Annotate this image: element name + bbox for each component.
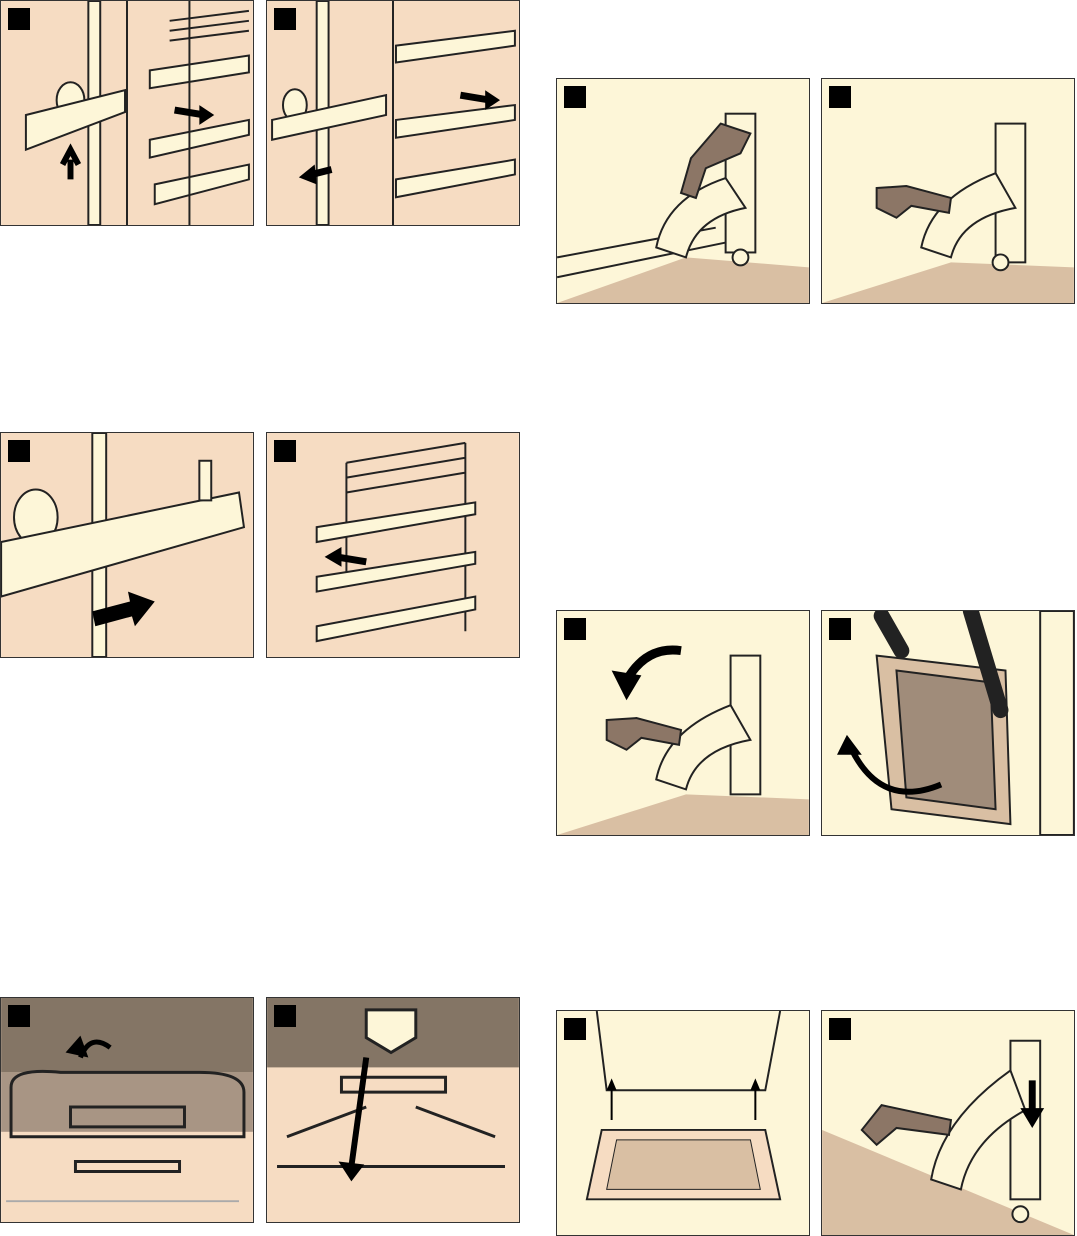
step-marker-icon [829,86,851,108]
figure-grill-lower [266,997,520,1223]
step-marker-icon [829,1018,851,1040]
figure-door-remove [821,610,1075,836]
step-marker-icon [564,1018,586,1040]
step-marker-icon [8,8,30,30]
step-marker-icon [8,1005,30,1027]
step-marker-icon [274,440,296,462]
step-marker-icon [274,1005,296,1027]
figure-rail-insert [0,432,254,658]
figure-hinge-fold [556,610,810,836]
step-marker-icon [8,440,30,462]
figure-grill-lift [0,997,254,1223]
step-marker-icon [564,618,586,640]
step-marker-icon [274,8,296,30]
step-marker-icon [829,618,851,640]
figure-rail-pull [266,0,520,226]
step-marker-icon [564,86,586,108]
figure-hinge-open [821,78,1075,304]
figure-rail-lift [0,0,254,226]
figure-door-insert [556,1010,810,1236]
figure-rail-mount [266,432,520,658]
figure-hinge-closed [556,78,810,304]
figure-hinge-lock [821,1010,1075,1236]
